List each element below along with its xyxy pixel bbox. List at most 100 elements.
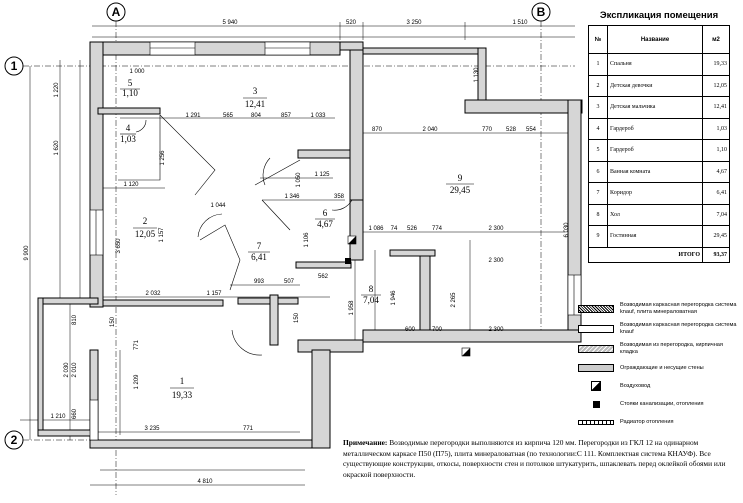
note: Примечание: Возводимые перегородки выпол… [343,438,741,480]
dim-value: 3 250 [406,20,422,26]
dim-value: 804 [251,113,262,119]
row-name: Детская девочки [607,74,703,97]
room-1-area: 19,33 [172,390,193,400]
dim-value: 600 [405,327,416,333]
note-text: Возводимые перегородки выполняются из ки… [343,438,726,479]
dim-value: 150 [294,312,300,323]
hatch-swatch-icon [578,305,614,313]
room-3-number: 3 [253,86,258,96]
legend-text: Стояки канализации, отопления [620,400,704,407]
room-labels: 1 19,33 2 12,05 3 12,41 4 1,03 5 1,10 6 … [120,78,474,400]
dim-value: 771 [243,426,254,432]
dim-value: 771 [134,339,140,350]
row-name: Хол [607,203,703,226]
dim-value: 5 940 [222,20,238,26]
dim-value: 3 650 [116,238,122,254]
legend: Возводимая каркасная перегородка система… [578,302,738,434]
total-value: 93,37 [702,246,730,263]
row-area: 6,41 [702,182,730,205]
dim-value: 1 130 [474,67,480,83]
room-9-area: 29,45 [450,185,471,195]
row-num: 8 [588,203,608,226]
legend-item-radiator: Радиатор отопления [578,416,738,428]
header-area: м2 [702,25,730,54]
row-name: Гостинная [607,225,703,248]
room-9-number: 9 [458,173,463,183]
legend-text: Воздуховод [620,382,651,389]
wall-swatch-icon [578,364,614,372]
row-num: 9 [588,225,608,248]
row-num: 1 [588,53,608,76]
legend-text: Возводимая каркасная перегородка система… [620,302,737,315]
dim-value: 1 210 [50,414,66,420]
legend-item-knauf: Возводимая каркасная перегородка система… [578,322,738,336]
row-name: Ванная комната [607,160,703,183]
row-num: 5 [588,139,608,162]
room-6-number: 6 [323,208,328,218]
axis-2-label: 2 [11,433,18,447]
row-name: Гардероб [607,139,703,162]
explication-title: Экспликация помещения [599,10,719,21]
dim-value: 4 810 [197,479,213,485]
legend-item-brick: Возводимая из перегородка, кирпичная кла… [578,342,738,356]
dim-value: 1 125 [314,172,330,178]
row-area: 29,45 [702,225,730,248]
dim-value: 3 235 [144,426,160,432]
legend-text: Возводимая каркасная перегородка система… [620,322,737,335]
axis-a-label: A [112,5,121,19]
legend-item-duct: Воздуховод [578,380,738,392]
dim-value: 6 030 [564,222,570,238]
dim-value: 74 [391,226,398,232]
dim-value: 526 [407,226,418,232]
dim-value: 770 [482,127,493,133]
duct-icon [591,381,601,391]
brick-swatch-icon [578,345,614,353]
dim-value: 810 [72,314,78,325]
dim-value: 565 [223,113,234,119]
dim-value: 1 106 [304,232,310,248]
dim-value: 1 086 [368,226,384,232]
dim-value: 358 [334,194,345,200]
dim-value: 1 256 [160,150,166,166]
plain-swatch-icon [578,325,614,333]
dim-value: 2 040 [422,127,438,133]
room-5-area: 1,10 [122,88,138,98]
row-area: 19,33 [702,53,730,76]
dim-value: 1 209 [134,374,140,390]
dim-value: 2 300 [488,226,504,232]
room-4-number: 4 [126,123,131,133]
dim-value: 2 030 [64,362,70,378]
header-num: № [588,25,608,54]
row-name: Гардероб [607,117,703,140]
room-4-area: 1,03 [120,134,136,144]
dim-value: 700 [432,327,443,333]
room-1-number: 1 [180,376,185,386]
row-area: 7,04 [702,203,730,226]
dim-value: 993 [254,279,265,285]
dim-value: 1 157 [206,291,222,297]
dim-value: 1 220 [54,82,60,98]
dim-value: 562 [318,274,329,280]
row-num: 2 [588,74,608,97]
stack-icon [593,400,600,408]
room-2-number: 2 [143,216,148,226]
room-8-area: 7,04 [363,295,379,305]
row-area: 12,41 [702,96,730,119]
dim-value: 870 [372,127,383,133]
ducts [345,235,471,357]
note-label: Примечание: [343,438,388,447]
legend-item-bearing: Ограждающие и несущие стены [578,362,738,374]
dim-value: 1 050 [296,172,302,188]
row-num: 3 [588,96,608,119]
row-area: 1,10 [702,139,730,162]
room-2-area: 12,05 [135,229,156,239]
dim-value: 520 [346,20,357,26]
